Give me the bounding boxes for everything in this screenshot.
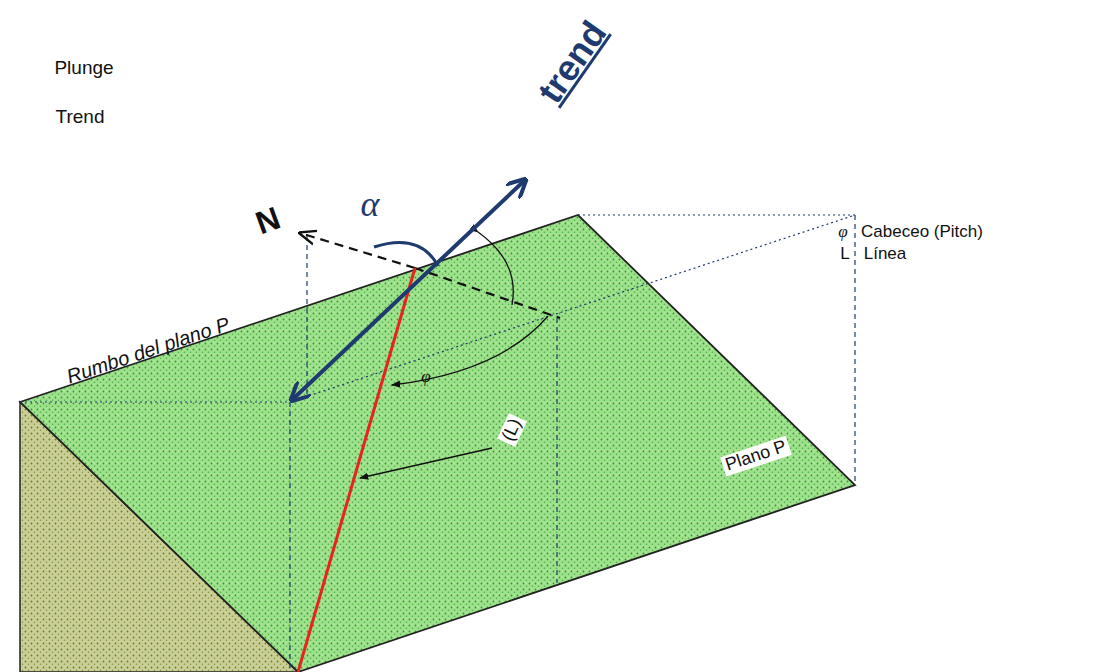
legend-symbol: φ: [838, 223, 847, 242]
axis-label: trend: [530, 14, 614, 110]
legend-text: Trend: [56, 107, 105, 128]
legend-text: Plunge: [54, 58, 113, 79]
legend-text: Línea: [864, 245, 907, 264]
angle-label: α: [361, 185, 380, 225]
angle-label: φ: [421, 368, 430, 387]
legend-text: Cabeceo (Pitch): [861, 223, 983, 242]
legend-symbol: L: [840, 245, 849, 264]
north-label: N: [251, 201, 285, 242]
